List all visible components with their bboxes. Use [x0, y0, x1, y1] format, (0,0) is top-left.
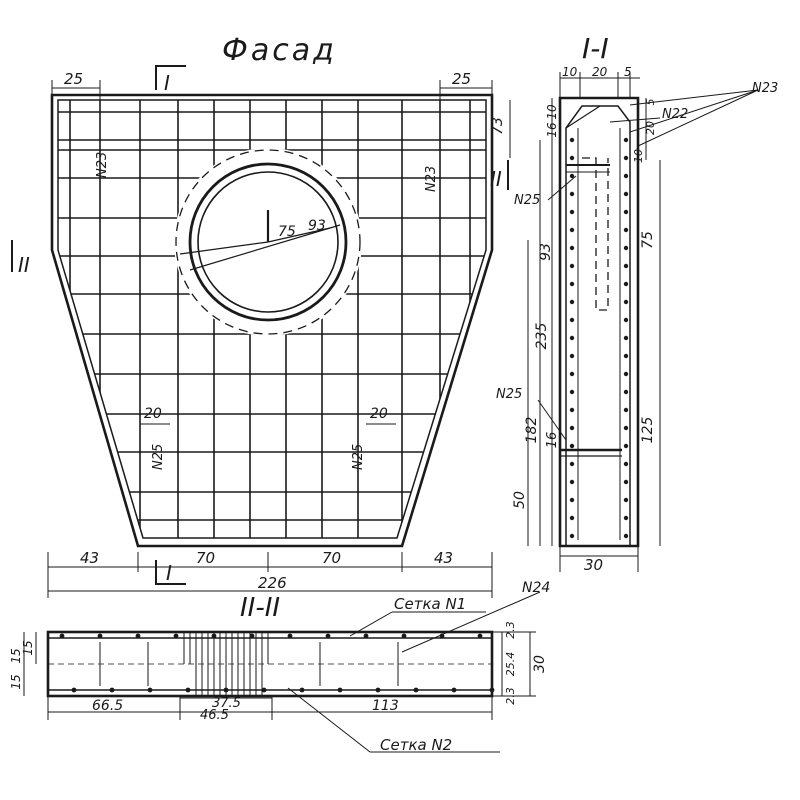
facade-top-dims [51, 80, 493, 100]
section-ii-bottom-dim-2: 37.5 [212, 696, 241, 711]
bottom-dim-1: 43 [80, 549, 99, 567]
dim-20-right: 20 [370, 406, 388, 422]
section-i-right-dim-10: 10 [632, 149, 645, 163]
section-i-bottom-dim [559, 546, 639, 572]
section-i-right-dim-20: 20 [644, 121, 657, 135]
section-i-side-dim-16: 16 [545, 122, 559, 138]
rebar-n23-right-label: N23 [424, 166, 439, 192]
cut-mark-i-bottom: I [155, 560, 186, 585]
rebar-n25-left-label: N25 [151, 444, 166, 470]
rebar-n25-right-label: N25 [351, 444, 366, 470]
facade-bottom-dims [47, 552, 493, 598]
section-i-side-dim-10: 10 [545, 104, 559, 120]
section-i-dim-235: 235 [534, 323, 550, 350]
section-i-left-dims [527, 98, 553, 546]
svg-text:I: I [166, 561, 172, 585]
top-right-dim: 25 [452, 70, 471, 88]
cut-mark-i-top: I [155, 65, 186, 95]
section-i-dim-16: 16 [545, 432, 560, 449]
section-ii-left-dim-2: 15 [21, 640, 35, 655]
cut-mark-ii-left: II [11, 240, 30, 277]
mesh-1-label: Сетка N1 [394, 595, 466, 613]
section-ii-right-dims [492, 631, 536, 697]
section-ii-bottom-dim-4: 113 [372, 698, 399, 714]
section-i-title: I-I [582, 32, 609, 65]
radius-outer-label: 93 [308, 218, 326, 234]
section-i-top-dim-1: 10 [562, 65, 578, 79]
section-i-n23-label: N23 [752, 81, 778, 96]
mesh-2-label: Сетка N2 [380, 736, 452, 754]
section-ii-hatch [99, 632, 399, 696]
top-left-dim: 25 [64, 70, 83, 88]
svg-text:I: I [164, 71, 170, 95]
section-ii-leaders [287, 591, 541, 753]
svg-text:II: II [18, 253, 30, 277]
section-ii-n24-label: N24 [522, 580, 550, 596]
section-i-dim-182: 182 [524, 417, 540, 444]
section-ii-left-dim-1: 15 [9, 648, 23, 663]
circular-opening [174, 148, 362, 336]
section-i-top-dim-3: 5 [624, 65, 632, 79]
bottom-dim-4: 43 [434, 549, 453, 567]
cut-mark-ii-right: II [490, 160, 509, 191]
section-ii-bottom-dims [47, 696, 493, 720]
bottom-dim-3: 70 [322, 549, 341, 567]
section-ii-title: II-II [240, 593, 280, 623]
dim-20-left: 20 [144, 406, 162, 422]
total-width-dim: 226 [258, 574, 287, 592]
section-i-top-dims [559, 72, 640, 98]
section-i-right-dims [645, 98, 661, 546]
section-i-top-dim-2: 20 [592, 65, 608, 79]
section-i-n22-label: N22 [662, 107, 688, 122]
section-i-n25-mid-label: N25 [496, 387, 522, 402]
section-ii-left-dims [23, 632, 37, 696]
section-ii-bottom-dim-3: 46.5 [200, 708, 229, 723]
section-i-dim-50: 50 [512, 491, 528, 509]
section-i-right-dim-5: 5 [644, 99, 657, 106]
section-i-dim-75: 75 [640, 231, 656, 249]
section-ii-right-dim-1: 2.3 [504, 621, 517, 639]
section-i-dim-125: 125 [640, 417, 656, 444]
section-i-leaders [537, 89, 759, 441]
section-ii-rebar-dots [59, 633, 495, 693]
facade-title: Фасад [222, 33, 337, 68]
bottom-dim-2: 70 [196, 549, 215, 567]
section-i-rebar-dots [569, 137, 629, 539]
radius-inner-label: 75 [278, 224, 296, 240]
section-ii-bottom-dim-1: 66.5 [92, 698, 123, 714]
right-top-dim: 73 [490, 117, 506, 135]
section-ii-right-dim-3: 2.3 [504, 687, 517, 705]
section-i-dim-93: 93 [538, 243, 554, 261]
section-i-n25-top-label: N25 [514, 193, 540, 208]
section-i-bottom-dim-label: 30 [584, 556, 603, 574]
section-ii-right-dim-2: 25.4 [504, 652, 517, 677]
rebar-n23-left-label: N23 [95, 152, 110, 178]
section-ii-right-total: 30 [532, 655, 548, 673]
section-ii-left-dim-3: 15 [9, 674, 23, 689]
svg-text:II: II [490, 167, 502, 191]
